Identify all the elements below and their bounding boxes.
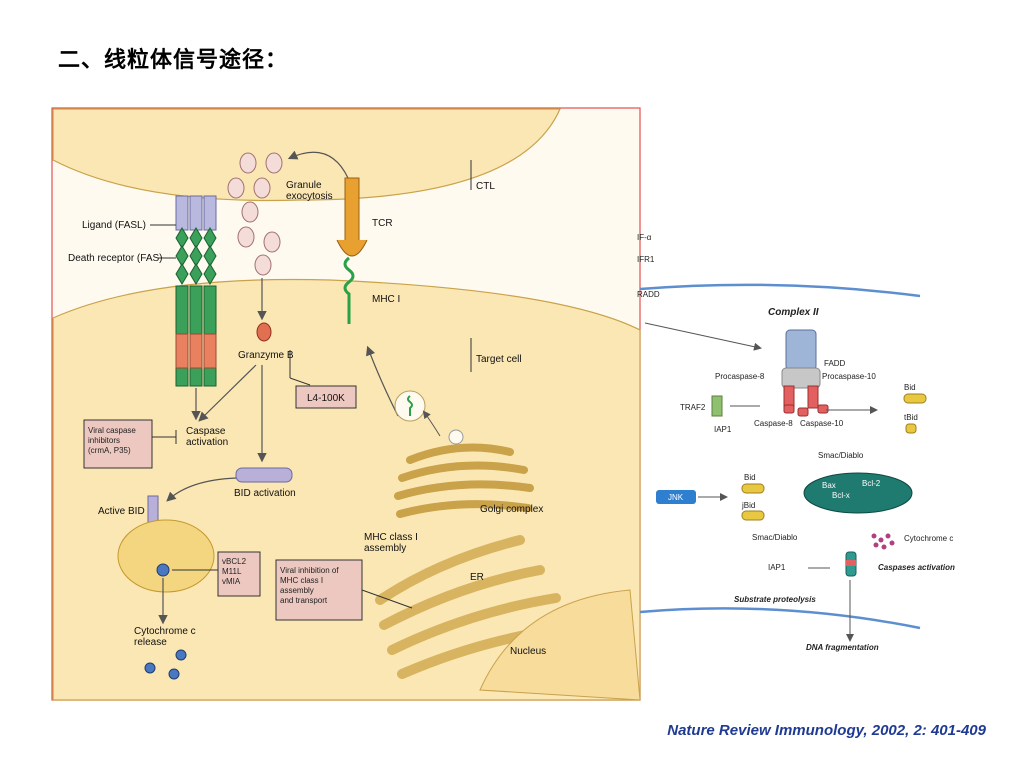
er-label: ER bbox=[470, 572, 484, 583]
death-receptor-label: Death receptor (FAS) bbox=[68, 253, 162, 264]
tnfr-label: IFR1 bbox=[637, 255, 655, 264]
l4-label: L4-100K bbox=[307, 393, 345, 404]
mitochondrion bbox=[117, 519, 215, 593]
tradd-label: RADD bbox=[637, 290, 660, 299]
complex2-label: Complex II bbox=[768, 307, 819, 318]
ctl-cell bbox=[52, 108, 561, 202]
membrane-bottom bbox=[639, 607, 921, 630]
caspase10-label: Caspase-10 bbox=[800, 419, 844, 428]
procasp8-label: Procaspase-8 bbox=[715, 372, 765, 381]
smac1-label: Smac/Diablo bbox=[818, 451, 864, 460]
jbid-label: jBid bbox=[741, 501, 755, 510]
fas-complex bbox=[175, 195, 217, 387]
caspases-activation-label: Caspases activation bbox=[878, 563, 955, 572]
bcl2-label: Bcl-2 bbox=[862, 479, 881, 488]
tbid-label: tBid bbox=[904, 413, 918, 422]
granules bbox=[227, 152, 283, 276]
dna-label: DNA fragmentation bbox=[806, 643, 879, 652]
target-cell-label: Target cell bbox=[476, 354, 522, 365]
mitochondrion-right bbox=[803, 472, 913, 514]
active-bid-label: Active BID bbox=[98, 506, 145, 517]
complex2 bbox=[781, 329, 821, 409]
cytochrome-c-label: Cytochrome c bbox=[904, 534, 953, 543]
traf2-label: TRAF2 bbox=[680, 403, 706, 412]
right-figure: IF-α IFR1 RADD Complex II FADD Procaspas… bbox=[637, 233, 955, 652]
tnf-label: IF-α bbox=[637, 233, 652, 242]
viral-caspase-box bbox=[83, 419, 153, 469]
mhc-molecule bbox=[343, 256, 355, 324]
procasp10-label: Procaspase-10 bbox=[822, 372, 876, 381]
bax-label: Bax bbox=[822, 481, 836, 490]
bclx-label: Bcl-x bbox=[832, 491, 850, 500]
citation: Nature Review Immunology, 2002, 2: 401-4… bbox=[667, 722, 986, 739]
granzyme-label: Granzyme B bbox=[238, 350, 294, 361]
jnk-box bbox=[656, 490, 696, 504]
nucleus-label: Nucleus bbox=[510, 646, 546, 657]
smac2-label: Smac/Diablo bbox=[752, 533, 798, 542]
ligand-label: Ligand (FASL) bbox=[82, 220, 146, 231]
bid-label-r: Bid bbox=[904, 383, 916, 392]
fadd-label: FADD bbox=[824, 359, 846, 368]
bid-label-r2: Bid bbox=[744, 473, 756, 482]
mhc1-label: MHC I bbox=[372, 294, 400, 305]
tcr-receptor bbox=[344, 177, 360, 245]
bid-activation-label: BID activation bbox=[234, 488, 296, 499]
caspase8-label: Caspase-8 bbox=[754, 419, 793, 428]
tcr-label: TCR bbox=[372, 218, 393, 229]
iap1-a-label: IAP1 bbox=[714, 425, 732, 434]
substrate-label: Substrate proteolysis bbox=[734, 595, 816, 604]
bid-molecule bbox=[235, 467, 293, 483]
iap1-b-label: IAP1 bbox=[768, 563, 786, 572]
jnk-label: JNK bbox=[668, 493, 684, 502]
er bbox=[375, 535, 571, 679]
vbcl2-box bbox=[217, 551, 261, 597]
ctl-label: CTL bbox=[476, 181, 495, 192]
nucleus bbox=[479, 589, 641, 701]
golgi-complex bbox=[394, 443, 534, 518]
l4-box bbox=[295, 385, 357, 409]
golgi-label: Golgi complex bbox=[480, 504, 543, 515]
slide-title: 二、线粒体信号途径： bbox=[58, 47, 289, 73]
membrane-top bbox=[639, 283, 921, 298]
